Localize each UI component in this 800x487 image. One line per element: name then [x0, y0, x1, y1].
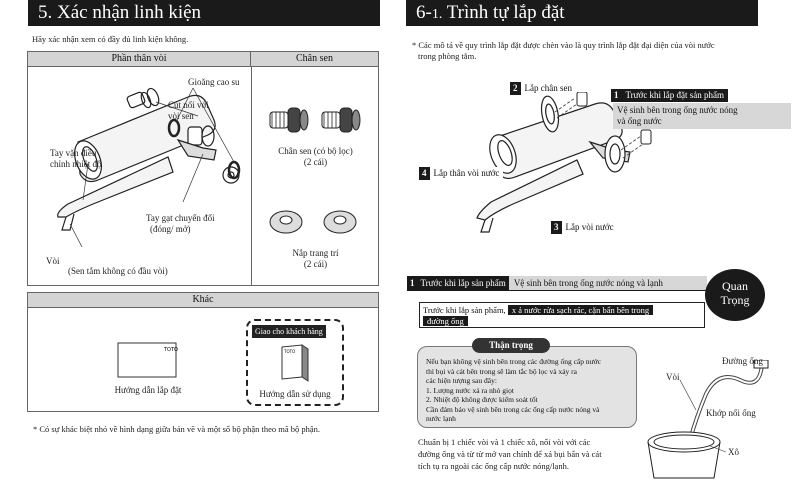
parts-table: Phần thân vòi Chân sen [27, 51, 379, 286]
legs-label-1: Chân sen (có bộ lọc) [278, 146, 353, 156]
pipe-label: Đường ống [722, 356, 763, 366]
intro-text: Hãy xác nhận xem có đầy đủ linh kiện khô… [32, 34, 189, 44]
bucket-hose-illustration [647, 360, 769, 479]
hose-label: Vòi [666, 372, 680, 382]
legs-label-2: (2 cái) [303, 157, 328, 167]
faucet-body-illustration [57, 87, 241, 247]
lever-label-2: (đóng/ mở) [150, 224, 191, 234]
connector-label-2: vòi sen [168, 111, 194, 121]
col-body-header: Phần thân vòi [28, 52, 251, 67]
flush-instruction-box: Trước khi lắp sản phẩm, x ả nước rửa sạc… [419, 302, 705, 328]
other-header: Khác [28, 293, 378, 308]
gasket-label: Gioăng cao su [188, 77, 240, 87]
section-6-header: 6-1. Trình tự lắp đặt [406, 0, 758, 26]
footnote: * Có sự khác biệt nhỏ về hình dạng giữa … [33, 424, 321, 434]
user-guide-icon: TOTO [281, 344, 309, 382]
other-items-table: Khác TOTO Hướng dẫn lắp đặt Giao cho khá… [27, 292, 379, 412]
shower-legs-illustration [269, 107, 361, 133]
section-1-title-bar: 1 Trước khi lắp sản phẩm Vệ sinh bên tro… [407, 276, 707, 290]
spout-label-2: (Sen tắm không có đầu vòi) [68, 266, 168, 276]
section-5-header: 5. Xác nhận linh kiện [28, 0, 380, 26]
caution-box: Nếu bạn không vệ sinh bên trong các đườn… [417, 346, 637, 428]
coupling-label: Khớp nối ống [706, 408, 756, 418]
spout-label-1: Vòi [46, 256, 60, 266]
customer-handover-box: Giao cho khách hàng TOTO Hướng dẫn sử dụ… [246, 319, 344, 406]
installation-illustration [476, 92, 652, 233]
lever-label-1: Tay gạt chuyển đổi [146, 213, 215, 223]
note-line-1: * Các mô tả về quy trình lắp đặt được ch… [412, 40, 715, 50]
user-guide-label: Hướng dẫn sử dụng [259, 389, 331, 399]
install-guide-label: Hướng dẫn lắp đặt [114, 385, 182, 395]
svg-text:TOTO: TOTO [283, 349, 295, 354]
customer-tag: Giao cho khách hàng [252, 325, 326, 338]
temp-knob-label-1: Tay vặn điều [50, 148, 97, 158]
install-guide-icon: TOTO [117, 342, 178, 378]
caps-label-2: (2 cái) [303, 259, 328, 269]
bucket-label: Xô [728, 447, 739, 457]
col-legs-header: Chân sen [251, 52, 378, 67]
bottom-instructions: Chuẩn bị 1 chiếc vòi và 1 chiếc xô, nối … [418, 437, 602, 471]
caution-title: Thận trọng [472, 338, 550, 353]
temp-knob-label-2: chỉnh nhiệt độ [50, 159, 102, 169]
connector-label-1: Cút nối với [168, 100, 209, 110]
important-badge: Quan Trọng [705, 269, 765, 321]
svg-text:TOTO: TOTO [163, 347, 178, 353]
step-1-description: Vệ sinh bên trong ống nước nóng và ống n… [613, 103, 791, 129]
caps-label-1: Nắp trang trí [292, 248, 339, 258]
note-line-2: trong phòng tắm. [418, 51, 477, 61]
decorative-caps-illustration [269, 210, 357, 234]
